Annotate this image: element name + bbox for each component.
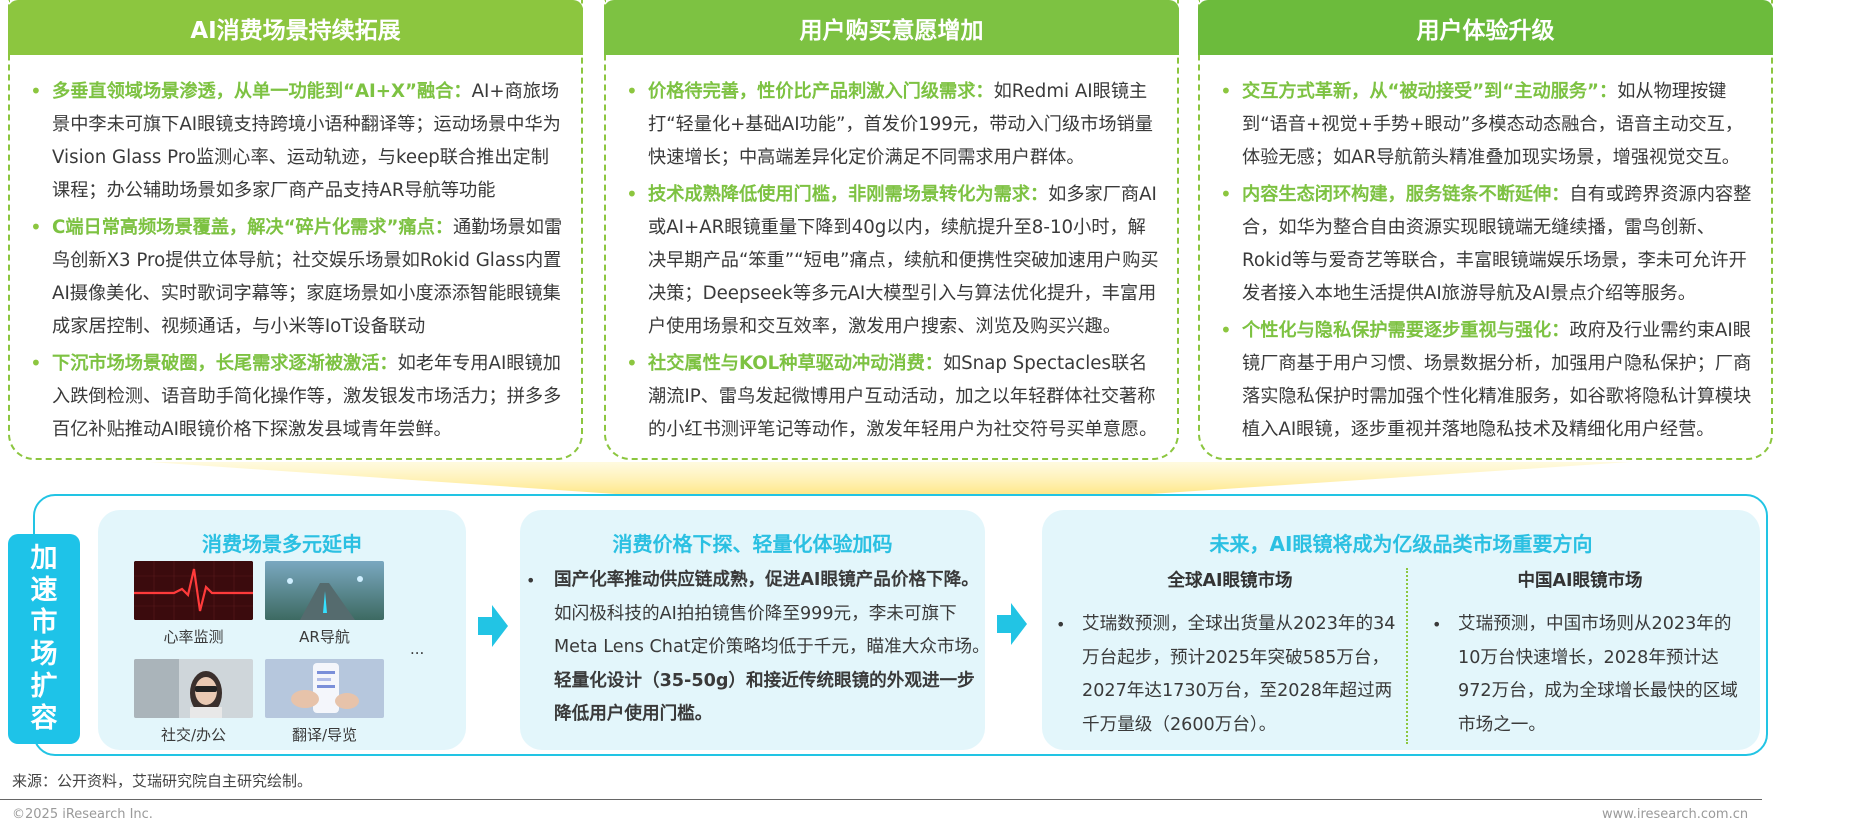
bullet-item: 社交属性与KOL种草驱动冲动消费：如Snap Spectacles联名潮流IP、…: [620, 347, 1161, 446]
card-title: 未来，AI眼镜将成为亿级品类市场重要方向: [1209, 532, 1593, 556]
bullet-dot: •: [1056, 615, 1066, 634]
card-title: 消费场景多元延申: [202, 532, 362, 556]
bullet-item: 下沉市场场景破圈，长尾需求逐渐被激活：如老年专用AI眼镜加入跌倒检测、语音助手简…: [24, 347, 565, 446]
bullet-item: C端日常高频场景覆盖，解决“碎片化需求”痛点：通勤场景如雷鸟创新X3 Pro提供…: [24, 211, 565, 343]
bullet-text: 如多家厂商AI或AI+AR眼镜重量下降到40g以内，续航提升至8-10小时，解决…: [648, 184, 1159, 337]
bullet-highlight: C端日常高频场景覆盖，解决“碎片化需求”痛点：: [52, 217, 454, 238]
column-consumption-scenarios: AI消费场景持续拓展 多垂直领域场景渗透，从单一功能到“AI+X”融合：AI+商…: [8, 0, 583, 460]
source-note: 来源：公开资料，艾瑞研究院自主研究绘制。: [12, 772, 313, 790]
thumb-label: 翻译/导览: [291, 726, 358, 744]
bullet-highlight: 多垂直领域场景渗透，从单一功能到“AI+X”融合：: [52, 81, 472, 102]
bullet-highlight: 价格待完善，性价比产品刺激入门级需求：: [648, 81, 994, 102]
global-market-text: • 艾瑞数预测，全球出货量从2023年的34万台起步，预计2025年突破585万…: [1056, 608, 1396, 742]
funnel-graphic: [150, 462, 1630, 508]
china-market-text: • 艾瑞预测，中国市场则从2023年的10万台快速增长，2028年预计达972万…: [1432, 608, 1752, 742]
bullet-dot: •: [1432, 615, 1442, 634]
side-tab-char: 速: [30, 575, 58, 606]
thumb-label: 社交/办公: [160, 726, 227, 744]
column-user-experience: 用户体验升级 交互方式革新，从“被动接受”到“主动服务”：如从物理按键到“语音+…: [1198, 0, 1773, 460]
column-title: 用户购买意愿增加: [604, 0, 1179, 55]
bullet-highlight: 技术成熟降低使用门槛，非刚需场景转化为需求：: [648, 184, 1049, 205]
arrow-right-icon: [478, 605, 508, 647]
bullet-dot: •: [526, 571, 536, 590]
bold-statement: 国产化率推动供应链成熟，促进AI眼镜产品价格下降。: [554, 570, 979, 590]
bullet-highlight: 内容生态闭环构建，服务链条不断延伸：: [1242, 184, 1570, 205]
bullet-text: 如Redmi AI眼镜主打“轻量化+基础AI功能”，首发价199元，带动入门级市…: [648, 81, 1153, 168]
column-title: AI消费场景持续拓展: [8, 0, 583, 55]
footer-divider: [0, 799, 1762, 800]
column-purchase-intent: 用户购买意愿增加 价格待完善，性价比产品刺激入门级需求：如Redmi AI眼镜主…: [604, 0, 1179, 460]
side-tab-char: 市: [30, 607, 58, 638]
bullet-text: 如从物理按键到“语音+视觉+手势+眼动”多模态动态融合，语音主动交互，体验无感；…: [1242, 81, 1744, 168]
global-market-title: 全球AI眼镜市场: [1167, 571, 1293, 591]
side-tab-char: 加: [30, 543, 58, 574]
column-title: 用户体验升级: [1198, 0, 1773, 55]
bullet-text: 通勤场景如雷鸟创新X3 Pro提供立体导航；社交娱乐场景如Rokid Glass…: [52, 217, 563, 337]
bullet-item: 个性化与隐私保护需要逐步重视与强化：政府及行业需约束AI眼镜厂商基于用户习惯、场…: [1214, 314, 1755, 446]
ar-navigation-image: [265, 561, 384, 620]
bullet-item: 价格待完善，性价比产品刺激入门级需求：如Redmi AI眼镜主打“轻量化+基础A…: [620, 75, 1161, 174]
china-market-title: 中国AI眼镜市场: [1517, 571, 1643, 591]
card-future-market: 未来，AI眼镜将成为亿级品类市场重要方向: [1042, 510, 1760, 750]
body-text: 如闪极科技的AI拍拍镜售价降至999元，李未可旗下Meta Lens Chat定…: [554, 603, 990, 658]
card-price-lightweight: 消费价格下探、轻量化体验加码: [520, 510, 985, 750]
copyright: ©2025 iResearch Inc.: [12, 807, 153, 822]
thumb-label: 心率监测: [163, 628, 224, 646]
bullet-item: 交互方式革新，从“被动接受”到“主动服务”：如从物理按键到“语音+视觉+手势+眼…: [1214, 75, 1755, 174]
arrow-right-icon: [997, 603, 1027, 645]
bold-statement: 轻量化设计（35-50g）和接近传统眼镜的外观进一步降低用户使用门槛。: [554, 670, 975, 725]
side-tab-char: 扩: [30, 671, 58, 702]
bullet-highlight: 个性化与隐私保护需要逐步重视与强化：: [1242, 320, 1570, 341]
card-title: 消费价格下探、轻量化体验加码: [612, 532, 893, 556]
bullet-text: 如老年专用AI眼镜加入跌倒检测、语音助手简化操作等，激发银发市场活力；拼多多百亿…: [52, 353, 562, 440]
website-link[interactable]: www.iresearch.com.cn: [1602, 807, 1749, 822]
thumb-label: AR导航: [299, 628, 350, 646]
side-tab-char: 容: [30, 703, 58, 734]
translation-guide-image: [265, 659, 384, 718]
bullet-text: 如Snap Spectacles联名潮流IP、雷鸟发起微博用户互动活动，加之以年…: [648, 353, 1158, 440]
bullet-item: 内容生态闭环构建，服务链条不断延伸：自有或跨界资源内容整合，如华为整合自由资源实…: [1214, 178, 1755, 310]
heart-rate-image: [134, 561, 253, 620]
more-ellipsis: ...: [410, 640, 425, 658]
bullet-text: 政府及行业需约束AI眼镜厂商基于用户习惯、场景数据分析，加强用户隐私保护；厂商落…: [1242, 320, 1752, 440]
bullet-highlight: 社交属性与KOL种草驱动冲动消费：: [648, 353, 943, 374]
bullet-highlight: 下沉市场场景破圈，长尾需求逐渐被激活：: [52, 353, 398, 374]
side-tab-char: 场: [30, 639, 58, 670]
side-tab-accelerate: 加 速 市 场 扩 容: [8, 534, 80, 744]
bullet-text: AI+商旅场景中李未可旗下AI眼镜支持跨境小语种翻译等；运动场景中华为Visio…: [52, 81, 561, 201]
price-lightweight-text: • 国产化率推动供应链成熟，促进AI眼镜产品价格下降。如闪极科技的AI拍拍镜售价…: [526, 564, 990, 732]
bullet-highlight: 交互方式革新，从“被动接受”到“主动服务”：: [1242, 81, 1618, 102]
divider: [1406, 568, 1408, 744]
social-office-image: [134, 659, 253, 718]
bullet-item: 技术成熟降低使用门槛，非刚需场景转化为需求：如多家厂商AI或AI+AR眼镜重量下…: [620, 178, 1161, 343]
bullet-item: 多垂直领域场景渗透，从单一功能到“AI+X”融合：AI+商旅场景中李未可旗下AI…: [24, 75, 565, 207]
bullet-text: 自有或跨界资源内容整合，如华为整合自由资源实现眼镜端无缝续播，雷鸟创新、Roki…: [1242, 184, 1752, 304]
